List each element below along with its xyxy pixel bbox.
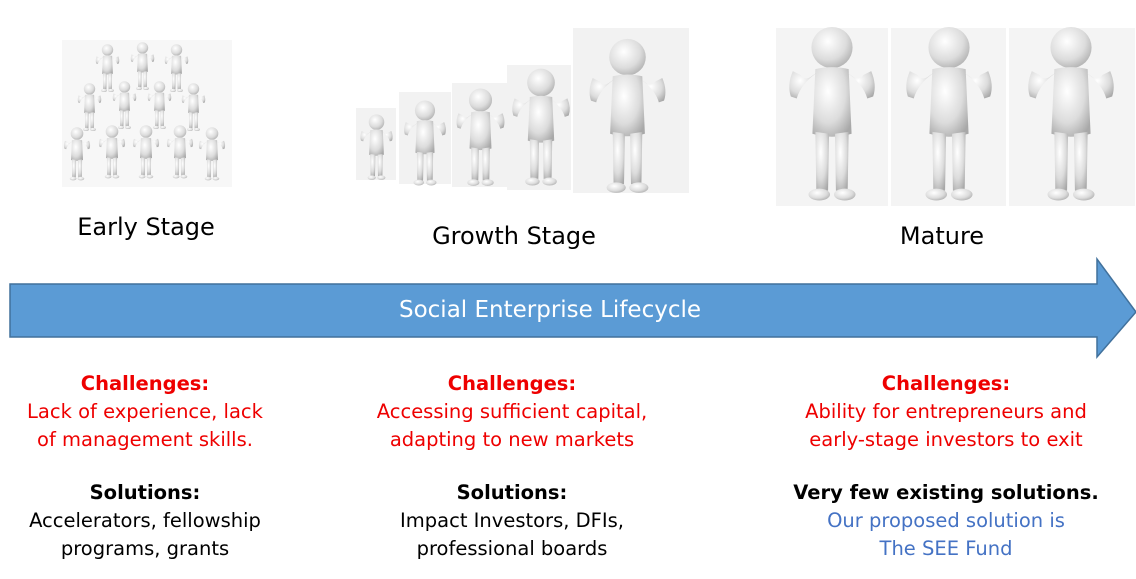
column-growth: Challenges: Accessing sufficient capital… [332,370,692,563]
challenges-line: adapting to new markets [389,428,635,451]
challenges-line: Ability for entrepreneurs and [805,400,1087,423]
stage-label-growth: Growth Stage [432,222,596,250]
challenges-line: of management skills. [37,428,253,451]
challenges-line: Lack of experience, lack [27,400,263,423]
solutions-line: professional boards [416,537,608,560]
challenges-heading: Challenges: [881,372,1011,395]
column-mature: Challenges: Ability for entrepreneurs an… [766,370,1126,563]
stage-label-early: Early Stage [77,213,215,241]
challenges-line: Accessing sufficient capital, [376,400,648,423]
solutions-heading: Solutions: [89,481,201,504]
challenges-heading: Challenges: [447,372,577,395]
proposed-solution-line: The SEE Fund [879,537,1013,560]
solutions-line: Accelerators, fellowship [29,509,261,532]
challenges-line: early-stage investors to exit [809,428,1083,451]
challenges-heading: Challenges: [80,372,210,395]
stage-label-mature: Mature [899,222,985,250]
column-early: Challenges: Lack of experience, lack of … [0,370,325,563]
solutions-line: programs, grants [60,537,230,560]
solutions-line: Impact Investors, DFIs, [400,509,624,532]
figures-svg [63,26,1135,206]
proposed-solution-line: Our proposed solution is [827,509,1065,532]
solutions-heading: Very few existing solutions. [793,481,1099,504]
solutions-heading: Solutions: [456,481,568,504]
lifecycle-label: Social Enterprise Lifecycle [398,297,702,323]
